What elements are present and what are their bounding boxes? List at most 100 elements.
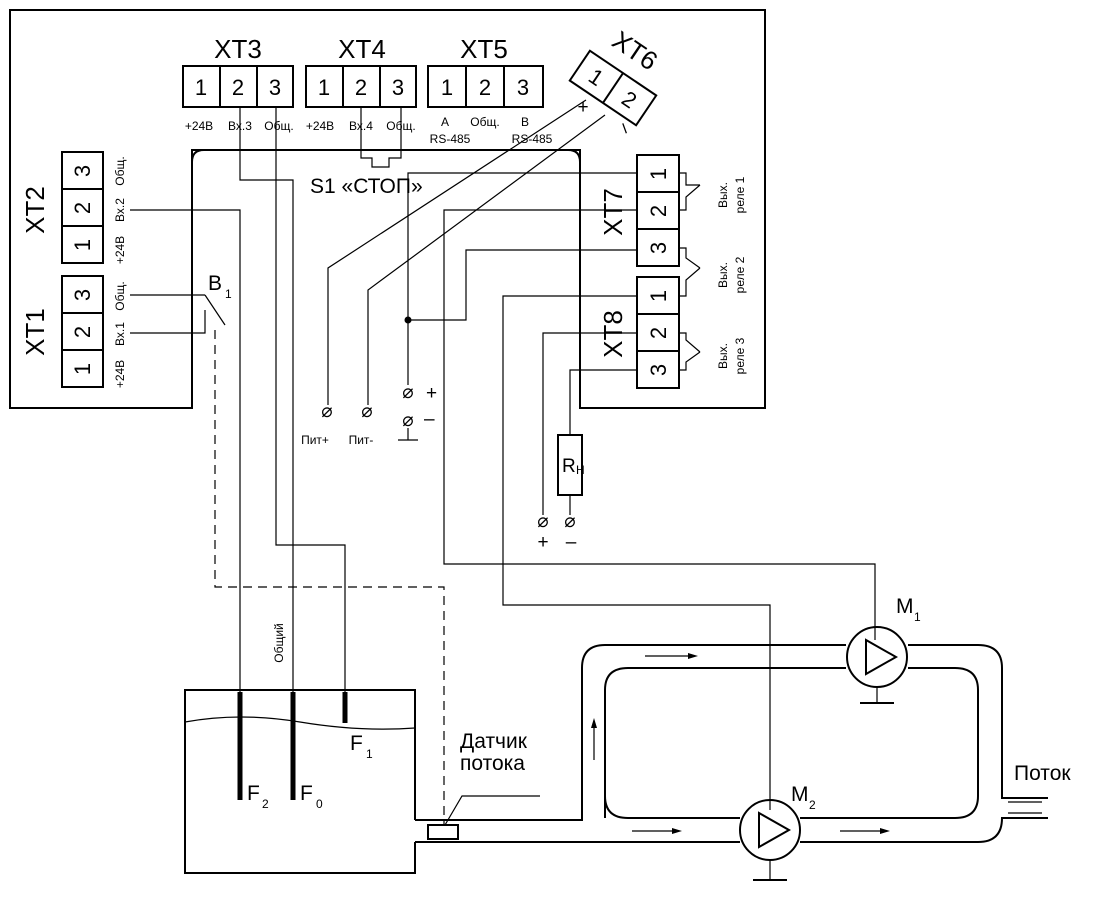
xt5-block: 1 2 3 [427, 65, 544, 108]
xt1-block: 3 2 1 [61, 275, 104, 388]
flow-label: Поток [1014, 762, 1071, 785]
wire-junction-to-xt7-3 [408, 249, 637, 321]
pipe-outer-bottom [415, 817, 1048, 843]
wire-xt1-pin2 [130, 310, 206, 334]
xt2-label-common: Общ. [113, 156, 127, 185]
controller-housing [9, 9, 766, 409]
load-plus-terminal: ⌀ [537, 511, 548, 532]
wire-xt6-minus [367, 114, 606, 405]
flow-sensor [427, 824, 459, 840]
relay-1-line2: реле 1 [733, 176, 747, 213]
supply-minus-label: – [424, 409, 435, 430]
m1-sub: 1 [914, 610, 921, 624]
xt5-pin-3: 3 [517, 75, 529, 100]
xt5-label-common: Общ. [470, 115, 499, 129]
f1-label: F [350, 732, 363, 755]
xt1-label-24v: +24В [113, 360, 127, 388]
xt8-pin-3: 3 [646, 364, 671, 376]
pipe-outer-top [415, 644, 846, 821]
pipe-inner-loop [604, 667, 979, 819]
xt3-pin-1: 1 [195, 75, 207, 100]
pump-m2 [739, 799, 801, 881]
load-minus-terminal: ⌀ [564, 511, 575, 532]
xt1-label-input: Вх.1 [113, 322, 127, 346]
xt2-label-24v: +24В [113, 236, 127, 264]
relay-3-line1: Вых. [716, 343, 730, 369]
xt1-title: XT1 [20, 308, 50, 356]
xt3-block: 1 2 3 [182, 65, 294, 108]
stop-label: S1 «СТОП» [310, 175, 423, 198]
xt6-block: 1 2 [568, 49, 658, 127]
power-plus-label: Пит+ [301, 433, 329, 447]
xt3-label-1: +24В [185, 119, 213, 133]
xt8-title: XT8 [598, 310, 628, 358]
wire-xt2-pin2 [130, 209, 241, 700]
xt1-pin-3: 3 [70, 289, 95, 301]
xt8-pin-1: 1 [646, 290, 671, 302]
xt7-title: XT7 [598, 188, 628, 236]
xt4-pin-2: 2 [355, 75, 367, 100]
flow-sensor-leader [444, 795, 540, 826]
load-plus-label: + [537, 532, 548, 553]
xt7-pin-1: 1 [646, 168, 671, 180]
xt4-label-1: +24В [306, 119, 334, 133]
flow-sensor-label-2: потока [460, 752, 525, 775]
xt5-sublabel-a: RS-485 [430, 132, 471, 146]
xt1-pin-2: 2 [70, 326, 95, 338]
wire-xt8-pin1 [502, 295, 771, 810]
tank-water-surface [184, 716, 416, 730]
relay-3-line2: реле 3 [733, 337, 747, 374]
load-minus-label: – [566, 532, 577, 553]
relay-brackets [679, 172, 701, 371]
b1-switch-blade [204, 294, 226, 326]
xt2-pin-2: 2 [70, 202, 95, 214]
m2-sub: 2 [809, 798, 816, 812]
flow-sensor-label-1: Датчик [460, 730, 528, 753]
f2-label: F [247, 782, 260, 805]
wire-xt3-pin2 [239, 107, 294, 700]
supply-plus-label: + [426, 383, 437, 404]
xt5-pin-1: 1 [441, 75, 453, 100]
xt5-title: XT5 [460, 34, 508, 64]
xt3-pin-2: 2 [232, 75, 244, 100]
xt6-sign-plus: + [577, 97, 588, 118]
common-wire-label: Общий [272, 623, 286, 663]
b1-label: B [208, 272, 222, 295]
supply-minus-terminal: ⌀ [402, 410, 413, 431]
relay-2-line2: реле 2 [733, 256, 747, 293]
wire-xt8-pin2 [542, 332, 637, 515]
xt7-pin-2: 2 [646, 205, 671, 217]
stop-button-symbol [360, 107, 402, 168]
m1-label: M [896, 595, 914, 618]
xt1-pin-1: 1 [70, 363, 95, 375]
power-minus-terminal: ⌀ [361, 401, 372, 422]
inner-cutout [191, 149, 581, 408]
xt4-pin-1: 1 [318, 75, 330, 100]
wire-relay-common [407, 172, 637, 385]
load-resistor-sub: Н [576, 463, 585, 477]
wire-xt6-plus [327, 99, 587, 405]
tank-outline [184, 689, 416, 874]
xt8-block: 1 2 3 [636, 276, 680, 389]
xt3-title: XT3 [214, 34, 262, 64]
xt4-title: XT4 [338, 34, 386, 64]
power-plus-terminal: ⌀ [321, 401, 332, 422]
xt7-pin-3: 3 [646, 242, 671, 254]
relay-2-line1: Вых. [716, 262, 730, 288]
power-minus-label: Пит- [349, 433, 374, 447]
xt5-sublabel-b: RS-485 [512, 132, 553, 146]
xt5-pin-2: 2 [479, 75, 491, 100]
wire-junction-dot [404, 316, 412, 324]
wire-xt7-pin2 [443, 209, 876, 640]
xt1-label-common: Общ. [113, 281, 127, 310]
f2-sub: 2 [262, 797, 269, 811]
f0-sub: 0 [316, 797, 323, 811]
wire-xt8-pin3 [569, 369, 637, 435]
f1-sub: 1 [366, 747, 373, 761]
xt2-label-input: Вх.2 [113, 198, 127, 222]
xt6-sign-minus: – [613, 120, 636, 138]
dashed-link-b1 [214, 330, 445, 824]
xt2-title: XT2 [20, 186, 50, 234]
pump-m1 [846, 626, 908, 704]
